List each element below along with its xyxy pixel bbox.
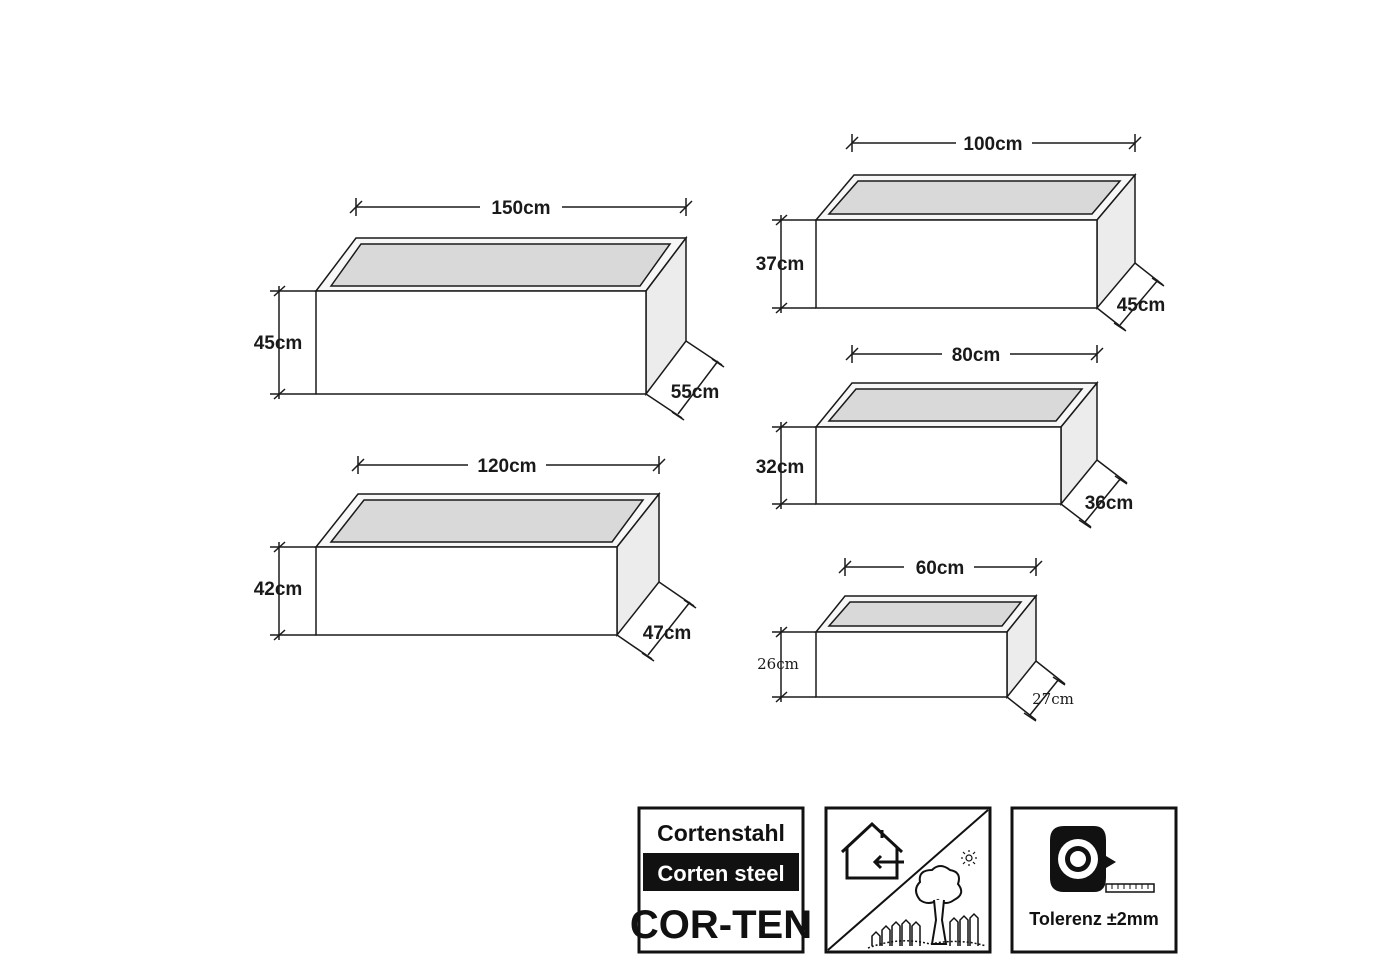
house-garden-icon [840, 821, 987, 949]
material-badge [637, 806, 805, 954]
planter-60 [772, 558, 1066, 722]
planter-100-width-label: 100cm [963, 134, 1022, 155]
tolerance-badge-text: Tolerenz ±2mm [1029, 909, 1159, 929]
planter-150 [270, 198, 725, 421]
planter-120-height-label: 42cm [254, 579, 303, 600]
tolerance-badge [1010, 806, 1178, 954]
material-badge-line1: Cortenstahl [657, 820, 785, 846]
planter-60-depth-label: 27cm [1032, 690, 1074, 708]
material-badge-line3: COR-TEN [630, 903, 812, 947]
planter-100-depth-label: 45cm [1117, 295, 1166, 316]
planter-60-height-label: 26cm [757, 655, 799, 673]
planter-60-width-label: 60cm [916, 558, 965, 579]
planter-80-width-label: 80cm [952, 345, 1001, 366]
planter-80-height-label: 32cm [756, 457, 805, 478]
indoor-outdoor-badge [824, 806, 992, 954]
planter-120-width-label: 120cm [477, 456, 536, 477]
planter-100-height-label: 37cm [756, 254, 805, 275]
material-badge-line2: Corten steel [657, 861, 784, 886]
planter-80 [772, 345, 1128, 529]
planter-120 [270, 456, 697, 662]
planter-100 [772, 134, 1165, 332]
planter-150-height-label: 45cm [254, 333, 303, 354]
tape-measure-icon [1050, 826, 1155, 893]
planter-80-depth-label: 36cm [1085, 493, 1134, 514]
planter-150-depth-label: 55cm [671, 382, 720, 403]
planter-120-depth-label: 47cm [643, 623, 692, 644]
planter-150-width-label: 150cm [491, 198, 550, 219]
